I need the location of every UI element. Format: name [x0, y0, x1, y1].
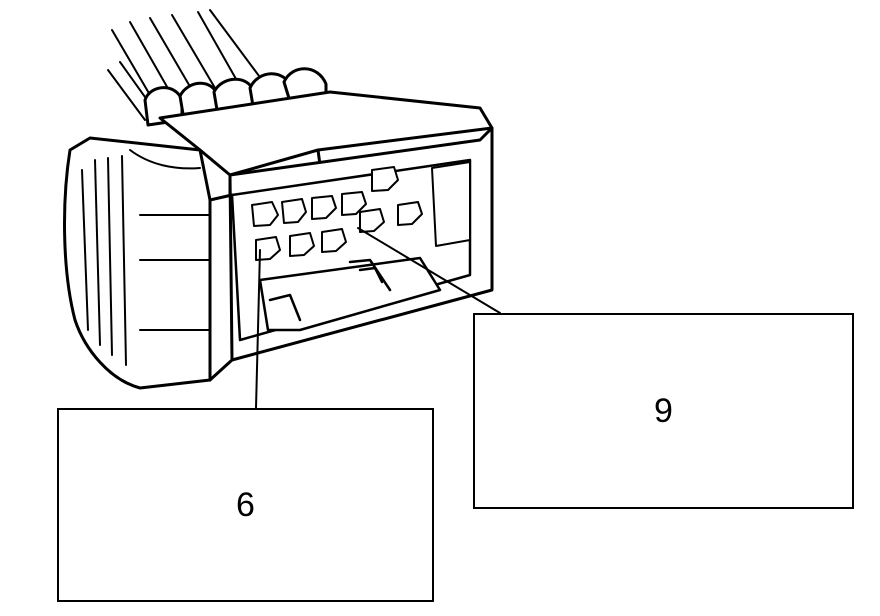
terminal-cavities: [251, 161, 471, 261]
leader-lines: [255, 227, 501, 409]
wire-bundle: [107, 9, 263, 121]
rear-cover: [63, 136, 212, 390]
callout-box-pin-9: 9: [473, 313, 854, 509]
callout-label-6: 6: [236, 485, 255, 524]
locking-latch: [258, 256, 442, 332]
callout-box-pin-6: 6: [57, 408, 434, 602]
callout-label-9: 9: [654, 391, 673, 430]
